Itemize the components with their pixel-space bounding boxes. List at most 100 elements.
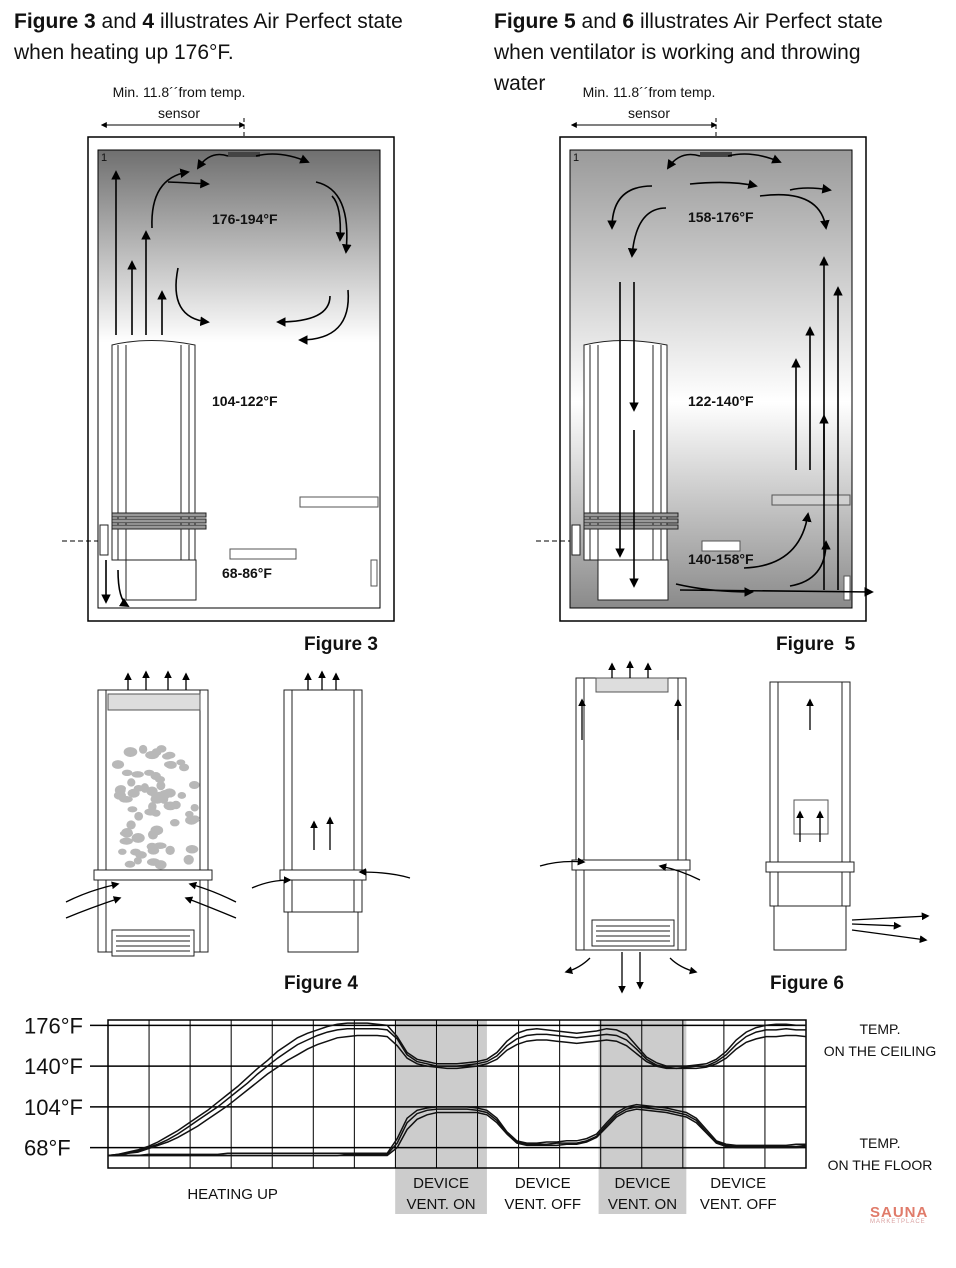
- door-handle-icon: [370, 559, 378, 587]
- phase-label: HEATING UP: [187, 1186, 278, 1203]
- stone: [190, 803, 199, 812]
- y-tick-label: 176°F: [24, 1013, 83, 1038]
- stone: [125, 747, 135, 754]
- stone: [114, 785, 126, 796]
- chart-frame: [107, 1019, 807, 1169]
- fig3-corner-mark: 1: [101, 152, 108, 164]
- figure5-room: [536, 136, 874, 622]
- stone: [119, 837, 133, 845]
- vent-icon: [229, 548, 297, 560]
- stone: [121, 769, 133, 777]
- heading-line: when heating up 176°F.: [14, 41, 234, 64]
- figure6-heater-front: [571, 677, 691, 951]
- stone: [163, 788, 176, 798]
- stone: [133, 785, 144, 792]
- stone: [189, 781, 200, 789]
- stone: [147, 846, 160, 855]
- series-line: [107, 1022, 806, 1157]
- bench-icon: [771, 494, 851, 506]
- stone: [138, 744, 148, 754]
- right-label: TEMP.: [860, 1135, 901, 1151]
- right-label: ON THE FLOOR: [828, 1157, 933, 1173]
- fig5-zone-mid: 122-140°F: [688, 393, 754, 409]
- stone: [150, 825, 164, 836]
- chart-shaded-ranges: [395, 1020, 687, 1214]
- heading-line: water: [494, 72, 546, 95]
- stone: [183, 854, 194, 865]
- bench-icon: [299, 496, 379, 508]
- sauna-marketplace-logo: SAUNA MARKETPLACE: [870, 1204, 929, 1225]
- phase-label: DEVICE: [413, 1175, 469, 1192]
- right-label: ON THE CEILING: [824, 1043, 937, 1059]
- figure6-label: Figure 6: [770, 973, 844, 994]
- heading-fig-ref: Figure 3: [14, 10, 96, 33]
- vent-icon: [701, 540, 741, 552]
- series-line: [108, 1108, 807, 1157]
- stone: [146, 809, 161, 816]
- stone: [177, 792, 187, 799]
- y-tick-label: 104°F: [24, 1095, 83, 1120]
- figure5-label: Figure 5: [776, 634, 856, 655]
- product-name: Air Perfect: [253, 10, 352, 33]
- heater-airflow-arrows: [65, 660, 930, 994]
- figure3-label: Figure 3: [304, 634, 378, 655]
- stone: [189, 815, 200, 823]
- fig3-zone-mid: 104-122°F: [212, 393, 278, 409]
- phase-label: VENT. OFF: [700, 1196, 777, 1213]
- stone: [127, 806, 138, 813]
- stone: [153, 842, 167, 849]
- sensor-note-right: Min. 11.8´´from temp. sensor: [582, 84, 716, 121]
- product-name: Air Perfect: [733, 10, 832, 33]
- stones-icon: [111, 730, 851, 870]
- stone: [135, 851, 147, 859]
- phase-label: DEVICE: [710, 1175, 766, 1192]
- stone: [124, 860, 136, 868]
- heading-left: Figure 3 and 4 illustrates Air Perfect s…: [14, 6, 474, 68]
- figure4-heater-side: [279, 689, 367, 953]
- phase-label: DEVICE: [515, 1175, 571, 1192]
- right-label: TEMP.: [860, 1021, 901, 1037]
- heater-icon: [99, 340, 207, 601]
- phase-label: VENT. ON: [406, 1196, 475, 1213]
- stone: [161, 753, 173, 760]
- heading-word: illustrates: [159, 10, 249, 33]
- stone: [131, 833, 145, 843]
- figure3-room: [62, 136, 395, 622]
- stone: [171, 800, 181, 810]
- sensor-dimension-right: [570, 118, 718, 150]
- heading-word: illustrates: [639, 10, 729, 33]
- series-line: [107, 1027, 806, 1157]
- fig5-corner-mark: 1: [573, 152, 580, 164]
- temp-sensor-icon: [228, 152, 260, 157]
- stone: [185, 844, 199, 854]
- heading-word: state: [357, 10, 403, 33]
- stone: [126, 820, 136, 830]
- y-tick-label: 140°F: [24, 1054, 83, 1079]
- chart-series: [107, 1022, 807, 1157]
- stone: [165, 845, 175, 856]
- fig3-zone-top: 176-194°F: [212, 211, 278, 227]
- shaded-range: [395, 1020, 487, 1214]
- airflow-arrows-fig5: [607, 153, 874, 597]
- heading-word: state: [837, 10, 883, 33]
- heading-right: Figure 5 and 6 illustrates Air Perfect s…: [494, 6, 944, 99]
- phase-label: VENT. ON: [608, 1196, 677, 1213]
- stone: [156, 781, 166, 791]
- heading-line: when ventilator is working and throwing: [494, 41, 861, 64]
- stone: [111, 760, 125, 769]
- figure4-label: Figure 4: [284, 973, 358, 994]
- stone: [154, 776, 166, 783]
- stone: [150, 794, 164, 804]
- stone: [118, 848, 127, 855]
- fig3-zone-bottom: 68-86°F: [222, 565, 272, 581]
- door-handle-icon: [843, 575, 851, 601]
- heading-fig-ref: 4: [142, 10, 155, 33]
- stone: [145, 750, 160, 760]
- fig5-zone-bottom: 140-158°F: [688, 551, 754, 567]
- stone: [185, 810, 194, 818]
- sensor-dimension-left: [100, 118, 246, 150]
- figure4-heater-front: [93, 689, 851, 957]
- fig5-zone-top: 158-176°F: [688, 209, 754, 225]
